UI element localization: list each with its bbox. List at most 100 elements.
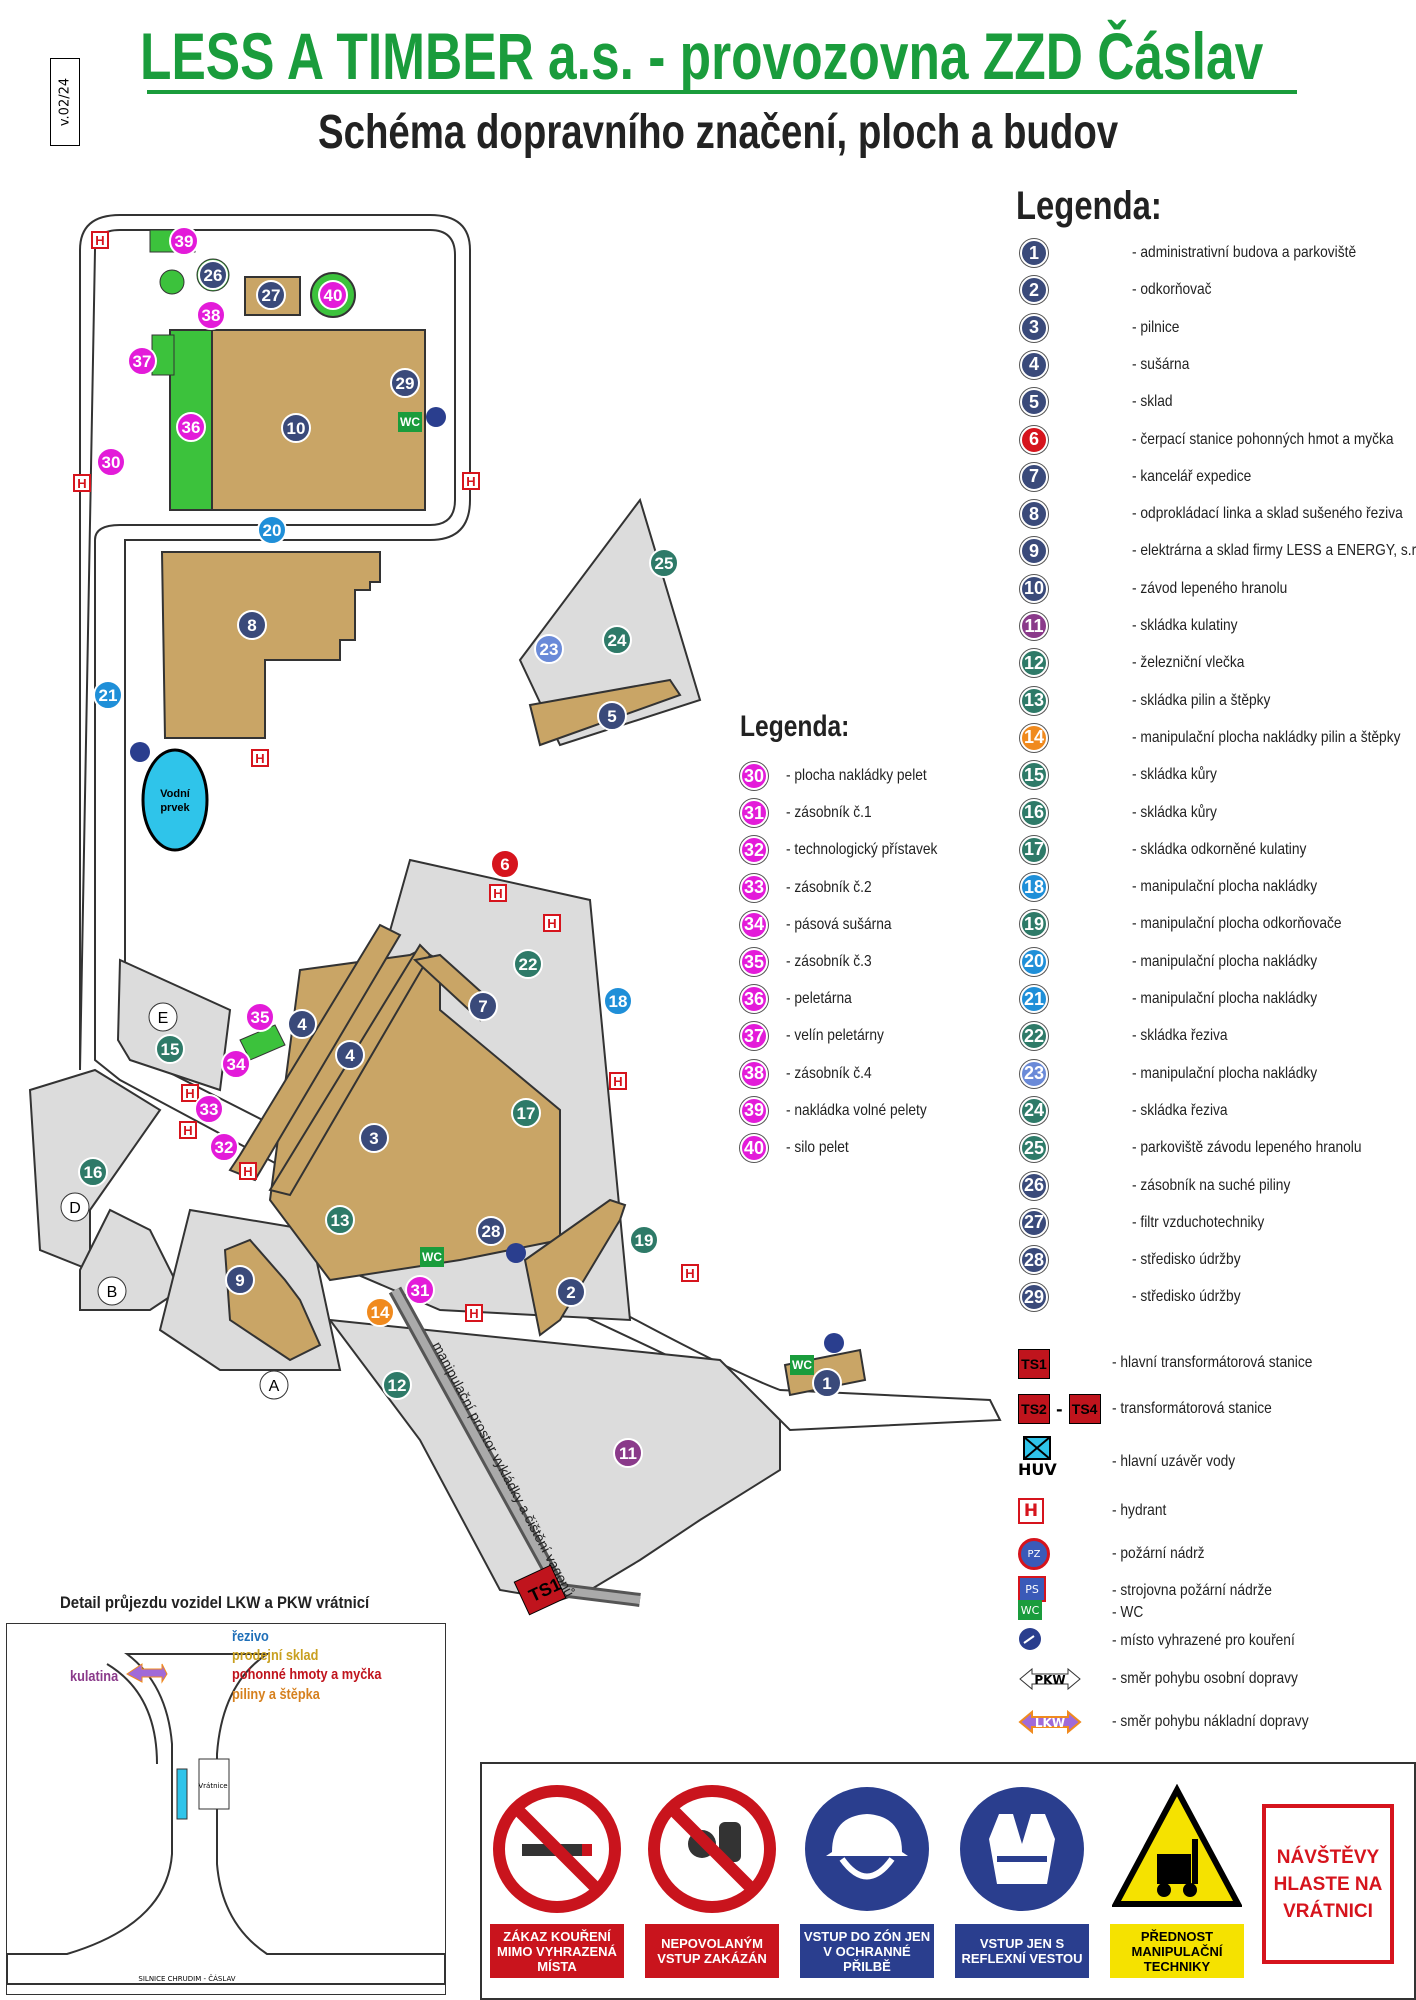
map-badge-20: 20 <box>257 515 287 545</box>
legend-item-22: 22- skládka řeziva <box>1020 1022 1243 1051</box>
hydrant-8: H <box>181 1084 199 1102</box>
hydrant-4: H <box>251 749 269 767</box>
map-badge-6: 6 <box>490 849 520 879</box>
hydrant-3: H <box>462 472 480 490</box>
legend-badge: 11 <box>1020 612 1048 640</box>
pellet-legend-item-38: 38- zásobník č.4 <box>740 1059 886 1088</box>
legend-item-17: 17- skládka odkorněné kulatiny <box>1020 835 1335 864</box>
map-badge-18: 18 <box>603 986 633 1016</box>
legend-item-5: 5- sklad <box>1020 388 1179 417</box>
svg-text:3: 3 <box>369 1129 378 1148</box>
map-badge-39: 39 <box>169 226 199 256</box>
hydrant-10: H <box>239 1162 257 1180</box>
svg-text:28: 28 <box>482 1222 501 1241</box>
map-badge-35: 35 <box>245 1002 275 1032</box>
svg-text:H: H <box>255 751 264 766</box>
yard-B <box>79 1208 182 1311</box>
svg-text:6: 6 <box>500 855 509 874</box>
pellet-legend-badge: 39 <box>740 1096 768 1125</box>
legend-item-1: 1- administrativní budova a parkoviště <box>1020 239 1393 267</box>
legend-item-27: 27- filtr vzduchotechniky <box>1020 1208 1286 1237</box>
legend-text: - skládka kůry <box>1132 803 1217 821</box>
svg-text:38: 38 <box>202 306 221 325</box>
svg-text:31: 31 <box>411 1281 430 1300</box>
helmet-icon <box>805 1787 929 1911</box>
legend-badge: 17 <box>1020 835 1048 864</box>
legend-item-15: 15- skládka kůry <box>1020 761 1231 790</box>
smoking-markers <box>130 407 844 1353</box>
legend-badge: 1 <box>1020 239 1048 267</box>
svg-text:26: 26 <box>204 266 223 285</box>
ps-symbol: PS <box>1018 1576 1046 1602</box>
svg-text:1: 1 <box>822 1374 831 1393</box>
legend-text: - kancelář expedice <box>1132 467 1252 485</box>
map-badge-21: 21 <box>93 680 123 710</box>
legend-badge: 21 <box>1020 985 1048 1013</box>
pellet-legend-badge: 32 <box>740 836 768 865</box>
pellet-legend-text: - pásová sušárna <box>786 915 892 933</box>
legend-item-26: 26- zásobník na suché piliny <box>1020 1171 1316 1200</box>
map-badge-16: 16 <box>78 1157 108 1187</box>
pellet-legend-badge: 30 <box>740 762 768 790</box>
road-north-loop <box>79 214 1002 1432</box>
svg-text:35: 35 <box>251 1008 270 1027</box>
svg-text:8: 8 <box>247 616 256 635</box>
hydrant-7: H <box>609 1072 627 1090</box>
legend-item-18: 18- manipulační plocha nakládky <box>1020 873 1347 902</box>
svg-text:34: 34 <box>227 1055 246 1074</box>
forklift-icon <box>1110 1783 1244 1907</box>
svg-text:19: 19 <box>635 1231 654 1250</box>
lkw-text: - směr pohybu nákladní dopravy <box>1112 1713 1309 1730</box>
svg-text:9: 9 <box>235 1271 244 1290</box>
legend-item-3: 3- pilnice <box>1020 313 1187 342</box>
svg-text:WC: WC <box>792 1358 812 1372</box>
svg-text:H: H <box>183 1123 192 1138</box>
detail-piliny: piliny a štěpka <box>232 1686 320 1703</box>
pellet-legend-badge: 37 <box>740 1022 768 1051</box>
pkw-text: - směr pohybu osobní dopravy <box>1112 1670 1298 1687</box>
pellet-legend-badge: 35 <box>740 948 768 976</box>
svg-text:PKW: PKW <box>1034 1673 1065 1687</box>
map-badge-38: 38 <box>196 300 226 330</box>
legend-item-23: 23- manipulační plocha nakládky <box>1020 1059 1347 1088</box>
version-box: v.02/24 <box>50 58 80 146</box>
map-badge-8: 8 <box>237 610 267 640</box>
pellet-legend-text: - plocha nakládky pelet <box>786 767 927 784</box>
detail-inset: Vrátnice SILNICE CHRUDIM - ČÁSLAV <box>6 1623 446 1995</box>
map-badge-13: 13 <box>325 1205 355 1235</box>
pellet-legend-badge: 36 <box>740 985 768 1014</box>
legend-badge: 23 <box>1020 1059 1048 1088</box>
map-badge-33: 33 <box>194 1094 224 1124</box>
legend-item-7: 7- kancelář expedice <box>1020 462 1271 491</box>
legend-item-2: 2- odkorňovač <box>1020 276 1225 305</box>
map-badge-12: 12 <box>382 1370 412 1400</box>
sign-helmet: VSTUP DO ZÓN JEN V OCHRANNÉ PŘILBĚ <box>800 1784 934 1978</box>
pz-symbol: PZ <box>1018 1538 1050 1570</box>
svg-text:H: H <box>466 474 475 489</box>
svg-text:27: 27 <box>262 286 281 305</box>
svg-text:17: 17 <box>517 1104 536 1123</box>
legend-text: - čerpací stanice pohonných hmot a myčka <box>1132 430 1394 448</box>
hydrant-symbol: H <box>1018 1498 1044 1524</box>
legend-item-21: 21- manipulační plocha nakládky <box>1020 985 1347 1013</box>
legend-text: - manipulační plocha nakládky <box>1132 878 1318 896</box>
svg-text:H: H <box>185 1086 194 1101</box>
hydrant-9: H <box>179 1121 197 1139</box>
pellet-legend-item-36: 36- peletárna <box>740 985 863 1014</box>
legend-badge: 28 <box>1020 1246 1048 1275</box>
svg-text:20: 20 <box>263 521 282 540</box>
water-label: Vodní <box>160 788 191 800</box>
legend-badge: 12 <box>1020 649 1048 678</box>
pellet-legend-badge: 33 <box>740 873 768 902</box>
svg-text:10: 10 <box>287 419 306 438</box>
sign-no-entry: NEPOVOLANÝM VSTUP ZAKÁZÁN <box>645 1784 779 1978</box>
detail-title: Detail průjezdu vozidel LKW a PKW vrátni… <box>60 1593 370 1612</box>
hydrant-1: H <box>91 231 109 249</box>
huv-text: - hlavní uzávěr vody <box>1112 1453 1236 1470</box>
page-subtitle: Schéma dopravního značení, ploch a budov <box>318 106 1119 159</box>
map-badge-10: 10 <box>281 413 311 443</box>
legend-item-16: 16- skládka kůry <box>1020 798 1231 827</box>
zone-B: B <box>107 1284 118 1301</box>
sign-forklift: PŘEDNOST MANIPULAČNÍ TECHNIKY <box>1110 1783 1244 1978</box>
